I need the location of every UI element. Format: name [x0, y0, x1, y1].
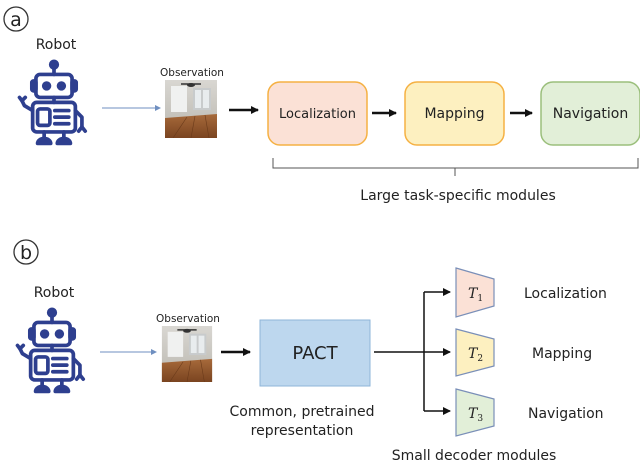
panel-b-robot-label: Robot	[34, 285, 75, 301]
panel-b-observation-label: Observation	[156, 313, 220, 325]
pact-caption-line1: Common, pretrained	[230, 404, 375, 420]
navigation-module-label: Navigation	[553, 106, 629, 122]
robot-icon	[20, 61, 86, 143]
panel-b-tag-circle	[13, 239, 39, 265]
pact-encoder-label: PACT	[292, 343, 338, 364]
modules-bracket	[272, 158, 639, 176]
pact-caption-line2: representation	[251, 423, 354, 439]
robot-icon	[18, 309, 84, 391]
localization-module-label: Localization	[279, 107, 356, 122]
pact-encoder-box	[259, 319, 371, 387]
panel-a-tag-circle	[3, 6, 29, 32]
decoder-t1-symbol: T1	[468, 286, 483, 304]
panel-b: b Robot Observation PACT Common, pretrai…	[13, 239, 607, 464]
observation-image	[165, 80, 217, 138]
decoder-t3-trapezoid	[455, 388, 495, 437]
panel-a: a Robot Observation Localization Mapping…	[3, 6, 640, 204]
navigation-module-box	[540, 81, 640, 146]
decoder-t1-task-label: Localization	[524, 286, 607, 302]
decoder-t2-symbol: T2	[468, 346, 483, 364]
panel-a-robot-label: Robot	[36, 37, 77, 53]
panel-a-tag: a	[10, 9, 22, 31]
decoder-t1-trapezoid	[455, 267, 495, 318]
localization-module-box	[267, 81, 368, 146]
observation-image	[161, 326, 213, 382]
decoder-t2-trapezoid	[455, 328, 495, 377]
panel-a-observation-label: Observation	[160, 67, 224, 79]
panel-b-tag: b	[20, 242, 32, 264]
mapping-module-label: Mapping	[424, 106, 484, 122]
panel-a-bracket-caption: Large task-specific modules	[360, 188, 555, 204]
decoder-caption: Small decoder modules	[392, 448, 557, 464]
decoder-t3-task-label: Navigation	[528, 406, 604, 422]
decoder-t3-symbol: T3	[468, 406, 483, 424]
mapping-module-box	[404, 81, 505, 146]
decoder-t2-task-label: Mapping	[532, 346, 592, 362]
